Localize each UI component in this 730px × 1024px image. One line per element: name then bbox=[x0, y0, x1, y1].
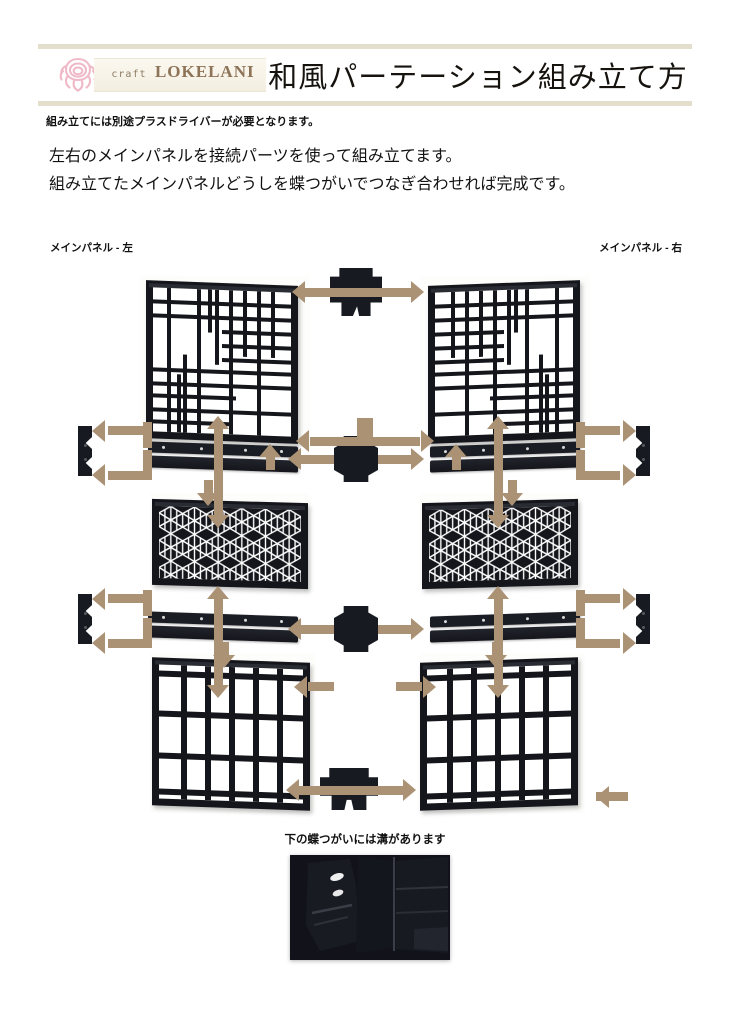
arrow-up-top-right-panel bbox=[444, 444, 468, 470]
elbow-bracket-left-lower bbox=[92, 588, 152, 620]
double-arrow-left-lower bbox=[206, 586, 230, 698]
label-main-panel-right: メインパネル - 右 bbox=[599, 242, 682, 254]
asanoha-pattern-icon bbox=[429, 506, 571, 582]
brand-name-text: LOKELANI bbox=[154, 62, 255, 81]
header-rule-bottom bbox=[38, 101, 692, 106]
elbow-bracket-left-upper bbox=[92, 420, 152, 452]
assembly-diagram bbox=[0, 258, 730, 818]
logo-band bbox=[94, 58, 266, 92]
grid-horizontal-bars bbox=[159, 664, 303, 803]
elbow-bottom-right-inner bbox=[396, 676, 436, 698]
arrow-down-bottom-left bbox=[212, 642, 236, 668]
panel-asanoha-area bbox=[159, 506, 301, 582]
side-bracket-left-upper[interactable] bbox=[78, 426, 92, 476]
double-arrow-bottom bbox=[286, 778, 416, 802]
hinge-detail-photo bbox=[290, 855, 450, 960]
hinge-groove-icon bbox=[290, 855, 450, 960]
double-arrow-left-upper bbox=[206, 416, 230, 528]
asanoha-pattern-icon bbox=[159, 506, 301, 582]
elbow-bracket-right-upper bbox=[576, 420, 636, 452]
panel-grid-area bbox=[159, 664, 303, 804]
brand-craft-text: craft bbox=[111, 69, 147, 80]
panel-middle-left[interactable] bbox=[152, 498, 308, 590]
lattice-horizontal-bars bbox=[435, 287, 573, 436]
elbow-arrow-tl-inner bbox=[296, 418, 366, 452]
arrow-hinge-upper-right bbox=[378, 448, 424, 470]
header-rule-top bbox=[38, 44, 692, 49]
elbow-bracket-right-lower bbox=[576, 588, 636, 620]
elbow-bottom-right-outer bbox=[596, 786, 642, 808]
arrow-up-top-left-panel bbox=[258, 444, 282, 470]
elbow-bottom-left-inner bbox=[294, 676, 334, 698]
lead-instructions: 左右のメインパネルを接続パーツを使って組み立てます。 組み立てたメインパネルどう… bbox=[49, 143, 689, 199]
elbow-bracket-right-upper2 bbox=[576, 450, 636, 486]
hinge-middle-lower[interactable] bbox=[334, 606, 378, 652]
brand-logo: craft LOKELANI bbox=[38, 49, 268, 101]
elbow-bracket-right-lower2 bbox=[576, 618, 636, 654]
arrow-hinge-upper-left bbox=[288, 448, 334, 470]
arrow-down-mid-right bbox=[500, 480, 524, 506]
panel-lattice-area bbox=[153, 287, 291, 437]
label-main-panel-left: メインパネル - 左 bbox=[50, 242, 133, 254]
logo-text: craft LOKELANI bbox=[100, 62, 266, 82]
side-bracket-right-lower[interactable] bbox=[636, 594, 650, 644]
panel-middle-right[interactable] bbox=[422, 498, 578, 590]
elbow-bracket-left-upper2 bbox=[92, 450, 152, 486]
panel-lattice-area bbox=[435, 287, 573, 437]
elbow-arrow-tr-inner bbox=[364, 418, 434, 452]
side-bracket-right-upper[interactable] bbox=[636, 426, 650, 476]
arrow-hinge-lower-right bbox=[378, 618, 424, 640]
lead-line-2: 組み立てたメインパネルどうしを蝶つがいでつなぎ合わせれば完成です。 bbox=[49, 176, 575, 193]
bottom-caption: 下の蝶つがいには溝があります bbox=[284, 834, 446, 846]
page-title: 和風パーテーション組み立て方 bbox=[268, 60, 688, 94]
side-bracket-left-lower[interactable] bbox=[78, 594, 92, 644]
double-arrow-top bbox=[292, 280, 424, 304]
panel-asanoha-area bbox=[429, 506, 571, 582]
arrow-down-bottom-right bbox=[484, 642, 508, 668]
arrow-hinge-lower-left bbox=[288, 618, 334, 640]
elbow-bracket-left-lower2 bbox=[92, 618, 152, 654]
arrow-down-mid-left bbox=[196, 480, 220, 506]
lead-line-1: 左右のメインパネルを接続パーツを使って組み立てます。 bbox=[49, 148, 462, 165]
page-header: craft LOKELANI 和風パーテーション組み立て方 bbox=[38, 44, 692, 106]
double-arrow-right-upper bbox=[486, 416, 510, 528]
lattice-horizontal-bars bbox=[153, 287, 291, 436]
tool-note: 組み立てには別途プラスドライバーが必要となります。 bbox=[46, 116, 320, 128]
